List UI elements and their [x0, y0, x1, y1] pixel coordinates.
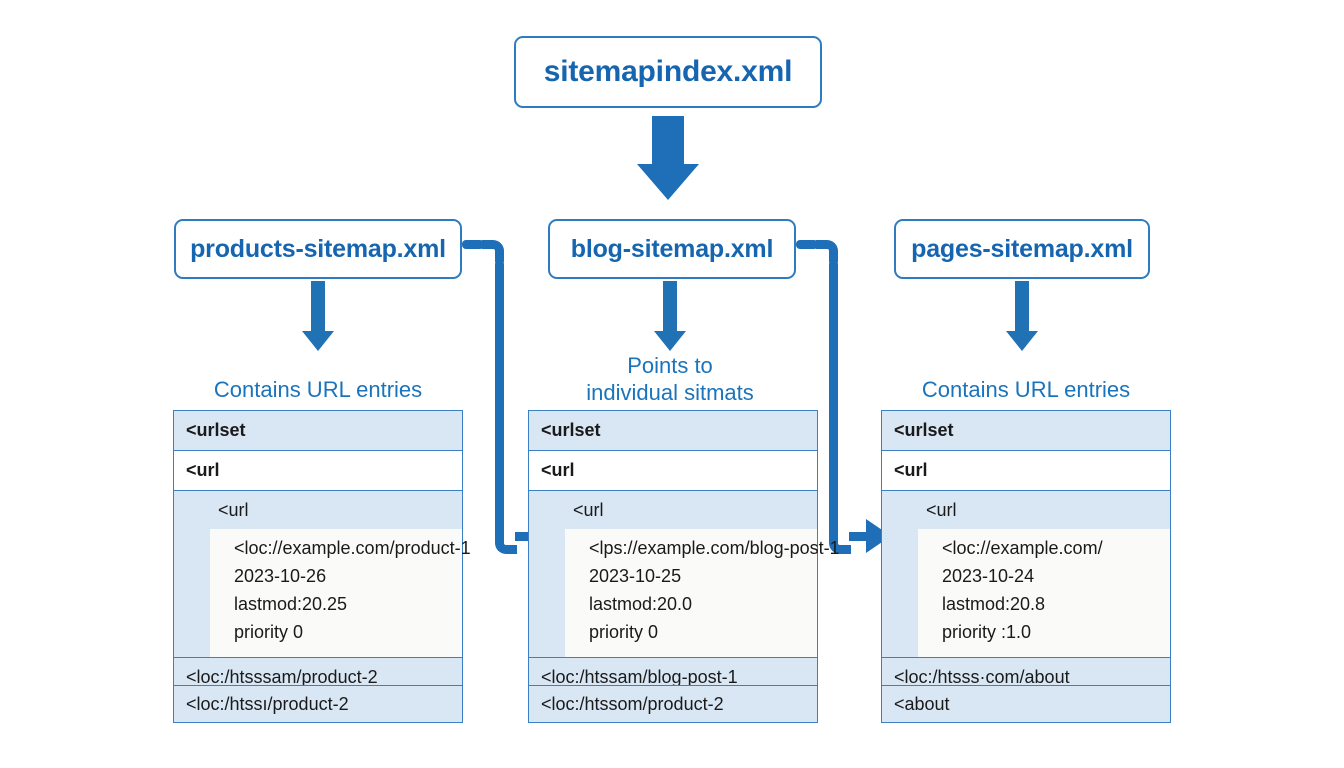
node-products-sitemap-label: products-sitemap.xml: [190, 234, 446, 263]
blog-tail-box: <loc:/htssom/product-2: [528, 685, 818, 723]
arrow-shaft: [652, 116, 684, 166]
nested-line-lastmod: lastmod:20.8: [942, 593, 1046, 614]
arrow-head: [1006, 331, 1038, 351]
node-blog-sitemap[interactable]: blog-sitemap.xml: [548, 219, 796, 279]
node-blog-sitemap-label: blog-sitemap.xml: [570, 234, 774, 263]
nested-url-tag: <url: [926, 500, 957, 520]
node-pages-sitemap-label: pages-sitemap.xml: [911, 234, 1133, 263]
arrow-head: [302, 331, 334, 351]
products-tail-box: <loc:/htssı/product-2: [173, 685, 463, 723]
nested-line-priority: priority :1.0: [942, 621, 1032, 642]
nested-url-body: <lps://example.com/blog-post-1 2023-10-2…: [565, 529, 840, 657]
node-pages-sitemap[interactable]: pages-sitemap.xml: [894, 219, 1150, 279]
connector-segment: [849, 532, 871, 541]
connector-corner: [829, 532, 851, 554]
arrow-shaft: [1015, 281, 1029, 333]
connector-segment: [796, 240, 818, 249]
connector-segment: [462, 240, 484, 249]
nested-line-date: 2023-10-25: [589, 565, 682, 586]
nested-line-date: 2023-10-26: [234, 565, 327, 586]
products-xml-table: <urlset <url <url <loc://example.com/pro…: [173, 410, 471, 698]
connector-segment: [829, 260, 838, 538]
connector-segment: [495, 260, 504, 538]
pages-tail-box: <about: [881, 685, 1171, 723]
connector-segment: [515, 532, 537, 541]
node-sitemapindex-label: sitemapindex.xml: [543, 55, 793, 88]
arrow-head: [654, 331, 686, 351]
table-row-url: <url: [529, 451, 817, 491]
table-row-nested-url: <url <loc://example.com/product-1 2023-1…: [174, 491, 471, 658]
nested-line-priority: priority 0: [234, 621, 304, 642]
caption-products: Contains URL entries: [213, 377, 423, 402]
table-row-urlset: <urlset: [529, 411, 817, 451]
arrow-shaft: [311, 281, 325, 333]
table-row-urlset: <urlset: [174, 411, 462, 451]
nested-line-priority: priority 0: [589, 621, 659, 642]
table-row-nested-url: <url <lps://example.com/blog-post-1 2023…: [529, 491, 840, 658]
nested-url-tag: <url: [573, 500, 604, 520]
node-products-sitemap[interactable]: products-sitemap.xml: [174, 219, 462, 279]
nested-line-lastmod: lastmod:20.25: [234, 593, 348, 614]
arrow-shaft: [663, 281, 677, 333]
nested-line-loc: <loc://example.com/: [942, 538, 1103, 558]
nested-line-lastmod: lastmod:20.0: [589, 593, 693, 614]
node-sitemapindex[interactable]: sitemapindex.xml: [514, 36, 822, 108]
table-row-nested-url: <url <loc://example.com/ 2023-10-24 last…: [882, 491, 1170, 658]
blog-xml-table: <urlset <url <url <lps://example.com/blo…: [528, 410, 840, 698]
arrow-head: [637, 164, 699, 200]
nested-line-loc: <loc://example.com/product-1: [234, 538, 471, 558]
nested-line-date: 2023-10-24: [942, 565, 1035, 586]
pages-xml-table: <urlset <url <url <loc://example.com/ 20…: [881, 410, 1171, 698]
nested-line-loc: <lps://example.com/blog-post-1: [589, 538, 840, 558]
nested-url-tag: <url: [218, 500, 249, 520]
connector-corner: [816, 240, 838, 262]
connector-corner: [495, 532, 517, 554]
connector-corner: [482, 240, 504, 262]
nested-url-body: <loc://example.com/product-1 2023-10-26 …: [210, 529, 471, 657]
table-row-url: <url: [882, 451, 1170, 491]
nested-url-body: <loc://example.com/ 2023-10-24 lastmod:2…: [918, 529, 1170, 657]
table-row-url: <url: [174, 451, 462, 491]
caption-pages: Contains URL entries: [921, 377, 1131, 402]
table-row-urlset: <urlset: [882, 411, 1170, 451]
caption-blog: Points to individual sitmats: [586, 353, 754, 405]
